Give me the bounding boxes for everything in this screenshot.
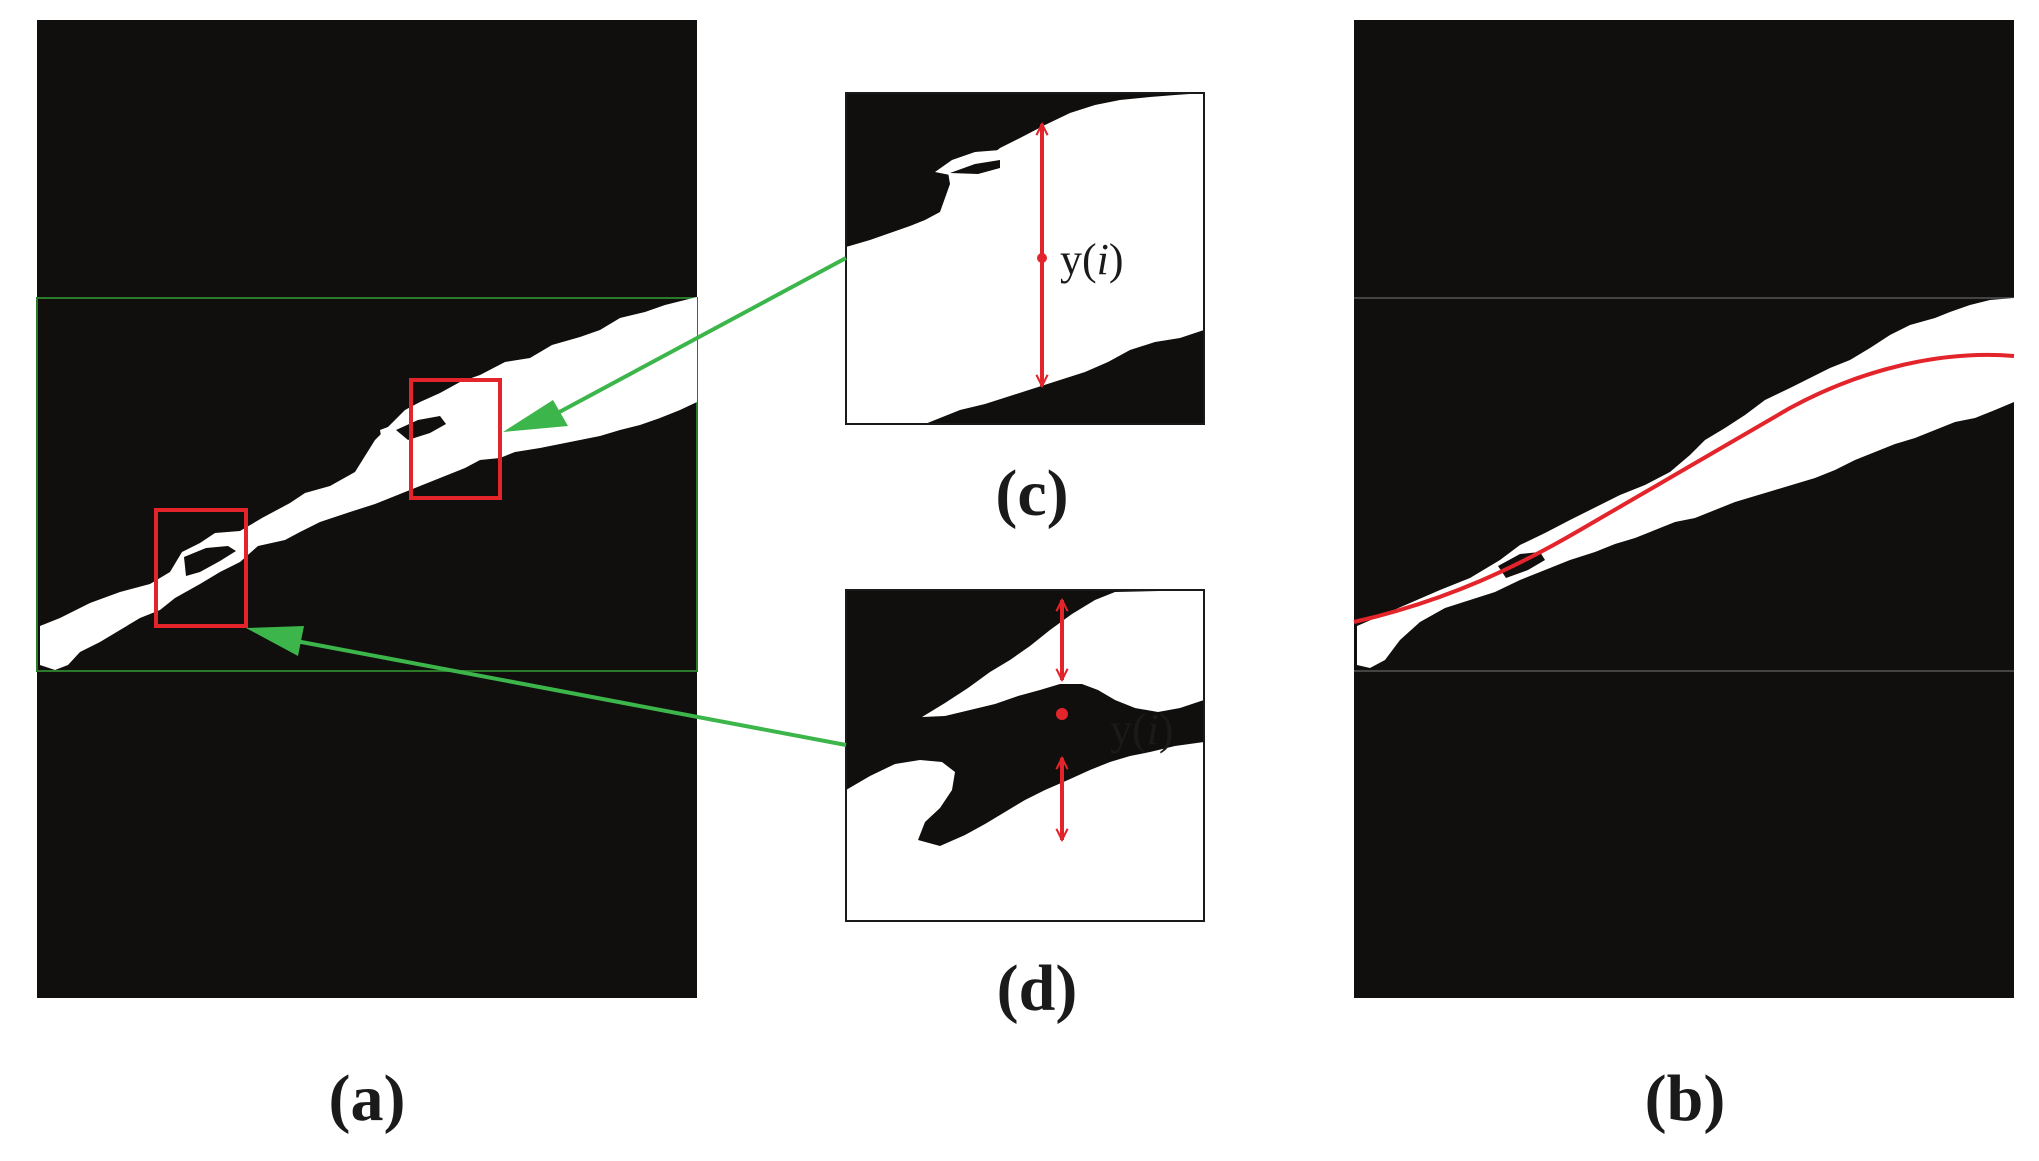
connector-arrows (246, 256, 847, 747)
panel-c-crack-fragment (935, 150, 1020, 176)
panel-a-background (37, 20, 697, 998)
panel-c-y-label: y(i) (1060, 235, 1124, 284)
panel-d-y-suffix: ) (1159, 705, 1174, 754)
label-d: (d) (997, 952, 1078, 1025)
panel-a-crack-region (40, 297, 697, 670)
panel-b (1353, 20, 2015, 998)
panel-d-y-var: i (1147, 705, 1159, 754)
panel-d-center-point (1056, 708, 1068, 720)
panel-d-y-label: y(i) (1110, 705, 1174, 754)
panel-c: y(i) (845, 92, 1205, 425)
label-b: (b) (1645, 1062, 1726, 1135)
label-c: (c) (995, 457, 1068, 530)
connector-arrowhead-d (246, 626, 304, 656)
panel-a-crack-gap-left (184, 546, 236, 576)
panel-c-y-suffix: ) (1109, 235, 1124, 284)
connector-line-d (295, 639, 847, 747)
panel-c-y-prefix: y( (1060, 235, 1097, 284)
panel-d-crack-hole (945, 764, 1020, 838)
roi-box-d (154, 508, 248, 628)
panel-d-y-prefix: y( (1110, 705, 1147, 754)
panel-d-frame (845, 589, 1205, 922)
panel-b-crack-gap (1498, 552, 1545, 578)
panel-c-crack-region (846, 93, 1204, 424)
roi-box-c (409, 378, 502, 500)
panel-b-centerline (1353, 352, 2015, 624)
panel-d-crack-lower (846, 742, 1204, 921)
panel-c-y-var: i (1097, 235, 1109, 284)
panel-d: y(i) (845, 589, 1205, 922)
label-a: (a) (329, 1062, 406, 1135)
panel-a (36, 20, 698, 998)
panel-a-crack-gap-right (396, 416, 446, 440)
connector-line-c (551, 256, 847, 418)
panel-c-center-point (1037, 253, 1047, 263)
panel-c-crack-gap (950, 160, 1000, 174)
connector-arrowhead-c (503, 400, 568, 432)
panel-b-crack-region (1357, 298, 2014, 668)
panel-a-roi-band (36, 297, 698, 672)
